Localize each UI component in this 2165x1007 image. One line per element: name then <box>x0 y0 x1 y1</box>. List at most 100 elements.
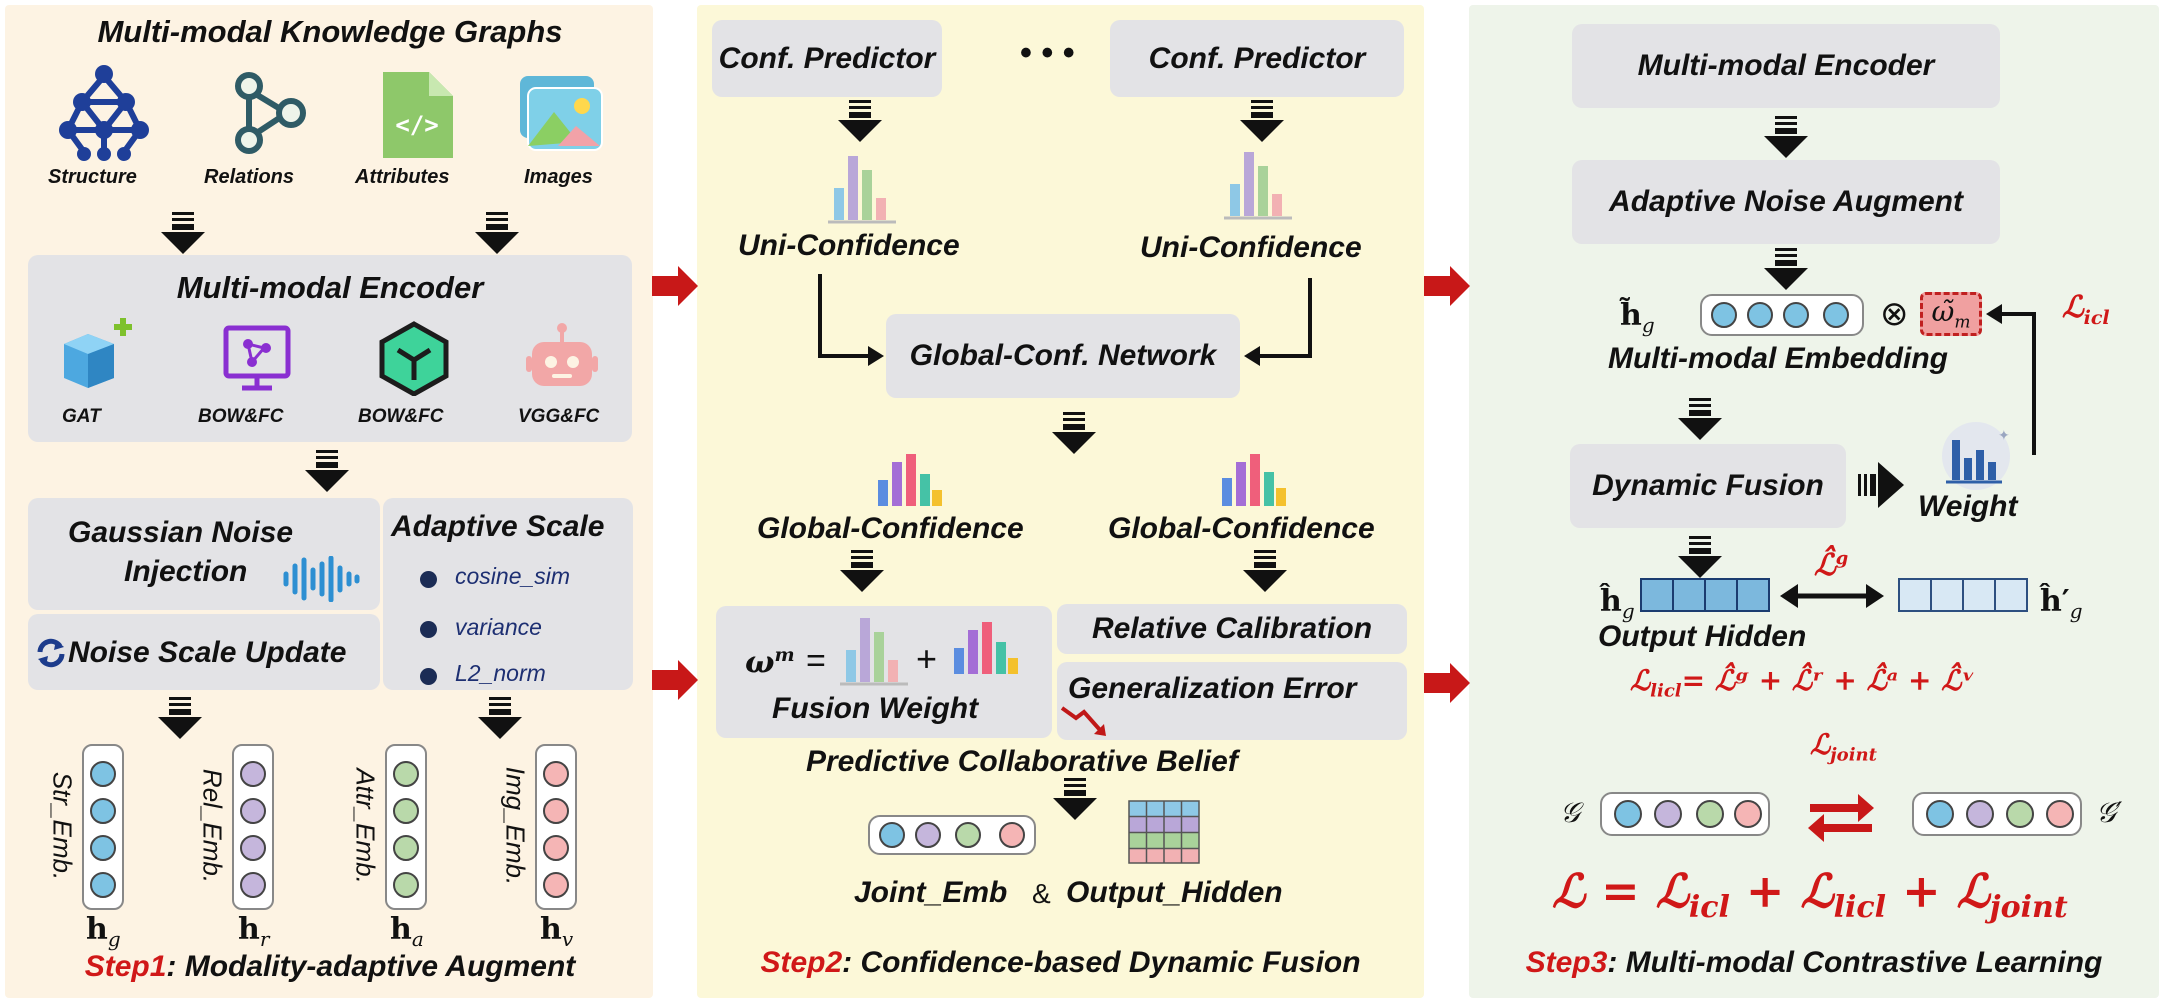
relative-calibration-box: Relative Calibration <box>1057 604 1407 654</box>
attributes-label: Attributes <box>355 166 450 188</box>
embedding-circle <box>543 835 569 861</box>
embedding-circle <box>240 761 266 787</box>
step1-label: Step1 <box>84 950 167 983</box>
kg-title: Multi-modal Knowledge Graphs <box>97 14 563 49</box>
otimes-symbol: ⊗ <box>1880 295 1909 333</box>
embedding-circle <box>543 872 569 898</box>
graph-node-circle <box>1614 800 1642 828</box>
fusion-weight-label: Fusion Weight <box>772 692 979 725</box>
licl-rhs: = ℒ̂ᵍ + ℒ̂ʳ + ℒ̂ᵃ + ℒ̂ᵛ <box>1681 664 1976 697</box>
ampersand: & <box>1032 878 1051 909</box>
total-loss-equation: ℒ = ℒicl + ℒlicl + ℒjoint <box>1552 864 2068 926</box>
h-r-symbol: hr <box>238 912 270 951</box>
bullet-1 <box>420 571 437 588</box>
rel-emb-label: Rel_Emb. <box>197 768 228 884</box>
step2-title: : Confidence-based Dynamic Fusion <box>842 946 1361 979</box>
licl-equation: ℒlicl= ℒ̂ᵍ + ℒ̂ʳ + ℒ̂ᵃ + ℒ̂ᵛ <box>1630 664 1976 702</box>
graph-node-circle <box>1696 800 1724 828</box>
red-right-arrow <box>652 266 698 306</box>
joint-emb-circle <box>999 822 1025 848</box>
red-right-arrow <box>652 660 698 700</box>
embedding-circle <box>90 835 116 861</box>
scale-item-l2: L2_norm <box>455 660 546 686</box>
structure-label: Structure <box>48 166 137 188</box>
h-hat-prime-g: ĥ′g <box>2040 584 2083 623</box>
bow-fc-label-2: BOW&FC <box>358 406 444 427</box>
omega-tilde: ω̃m <box>1931 295 1971 333</box>
structure-graph-icon <box>59 65 149 161</box>
h-g-symbol: hg <box>86 912 121 951</box>
joint-emb-circle <box>879 822 905 848</box>
graph-node-circle <box>1734 800 1762 828</box>
step1-encoder-box <box>28 255 632 442</box>
fusion-bars-2 <box>954 622 1018 674</box>
global-confidence-1: Global-Confidence <box>757 512 1024 545</box>
global-conf-network: Global-Conf. Network <box>886 314 1240 398</box>
scale-item-variance: variance <box>455 614 542 640</box>
graph-g-right: 𝒢′ <box>2096 796 2123 829</box>
gat-cube-icon <box>64 318 132 388</box>
conf-predictor-2: Conf. Predictor <box>1110 20 1404 97</box>
step1-encoder-title: Multi-modal Encoder <box>176 270 484 305</box>
bow-fc-monitor-icon <box>223 325 291 391</box>
output-hidden-prime-bar <box>1898 578 2028 612</box>
adaptive-scale-box <box>383 498 633 690</box>
conf-predictor-1-label: Conf. Predictor <box>718 41 936 75</box>
step2-caption: Step2: Confidence-based Dynamic Fusion <box>697 946 1424 980</box>
noise-update-box <box>28 614 380 690</box>
h-a-symbol: ha <box>390 912 424 951</box>
fusion-bars-1 <box>840 618 908 686</box>
weight-chart-icon: ✦ <box>1942 422 2010 490</box>
noise-update-label: Noise Scale Update <box>68 636 347 669</box>
step2-panel <box>697 5 1424 998</box>
generalization-error-label: Generalization Error <box>1068 672 1357 705</box>
generalization-error-box <box>1057 662 1407 740</box>
gat-label: GAT <box>62 406 101 427</box>
gaussian-line2: Injection <box>124 555 248 588</box>
embedding-circle <box>1711 302 1737 328</box>
h-tilde-g: h̃g <box>1620 298 1655 337</box>
noise-augment-label: Adaptive Noise Augment <box>1609 185 1963 218</box>
dynamic-fusion-label: Dynamic Fusion <box>1592 469 1824 502</box>
omega-symbol: ωm <box>745 644 795 681</box>
images-label: Images <box>524 166 593 188</box>
bullet-3 <box>420 668 437 685</box>
svg-text:</>: </> <box>395 111 438 139</box>
str-emb-label: Str_Emb. <box>47 771 78 881</box>
h-hat-g: ĥg <box>1600 584 1635 623</box>
emb-pill-rel <box>232 744 274 910</box>
l-hat-g: ℒ̂g <box>1814 548 1849 583</box>
adaptive-scale-title: Adaptive Scale <box>391 510 605 543</box>
step3-encoder-box: Multi-modal Encoder <box>1572 24 2000 108</box>
output-hidden-label-3: Output Hidden <box>1598 620 1807 653</box>
noise-augment-box: Adaptive Noise Augment <box>1572 160 2000 244</box>
embedding-circle <box>393 761 419 787</box>
equals-sign: = <box>806 642 826 680</box>
omega-tilde-box: ω̃m <box>1920 292 1982 336</box>
embedding-circle <box>393 835 419 861</box>
uni-confidence-1: Uni-Confidence <box>738 229 960 262</box>
conf-predictor-1: Conf. Predictor <box>712 20 942 97</box>
weight-label: Weight <box>1918 490 2018 523</box>
relative-calibration-label: Relative Calibration <box>1091 612 1373 645</box>
dynamic-fusion-box: Dynamic Fusion <box>1570 444 1846 528</box>
step3-title: : Multi-modal Contrastive Learning <box>1607 946 2103 979</box>
trend-down-icon <box>1060 706 1106 736</box>
global-conf-network-label: Global-Conf. Network <box>909 339 1217 372</box>
embedding-circle <box>240 835 266 861</box>
step3-encoder-label: Multi-modal Encoder <box>1637 49 1935 82</box>
embedding-circle <box>240 872 266 898</box>
scale-item-cosine: cosine_sim <box>455 563 571 589</box>
plus-sign: + <box>916 638 938 679</box>
output-hidden-bar <box>1640 578 1770 612</box>
relations-share-icon <box>235 72 306 154</box>
step1-caption: Step1: Modality-adaptive Augment <box>0 950 660 984</box>
vgg-fc-label: VGG&FC <box>518 406 600 427</box>
global-confidence-bars-2 <box>1222 454 1286 506</box>
output-hidden-grid-icon <box>1128 800 1200 864</box>
refresh-icon <box>37 638 65 668</box>
graph-node-circle <box>1926 800 1954 828</box>
embedding-circle <box>393 798 419 824</box>
embedding-circle <box>543 798 569 824</box>
red-right-arrow <box>1424 266 1470 306</box>
